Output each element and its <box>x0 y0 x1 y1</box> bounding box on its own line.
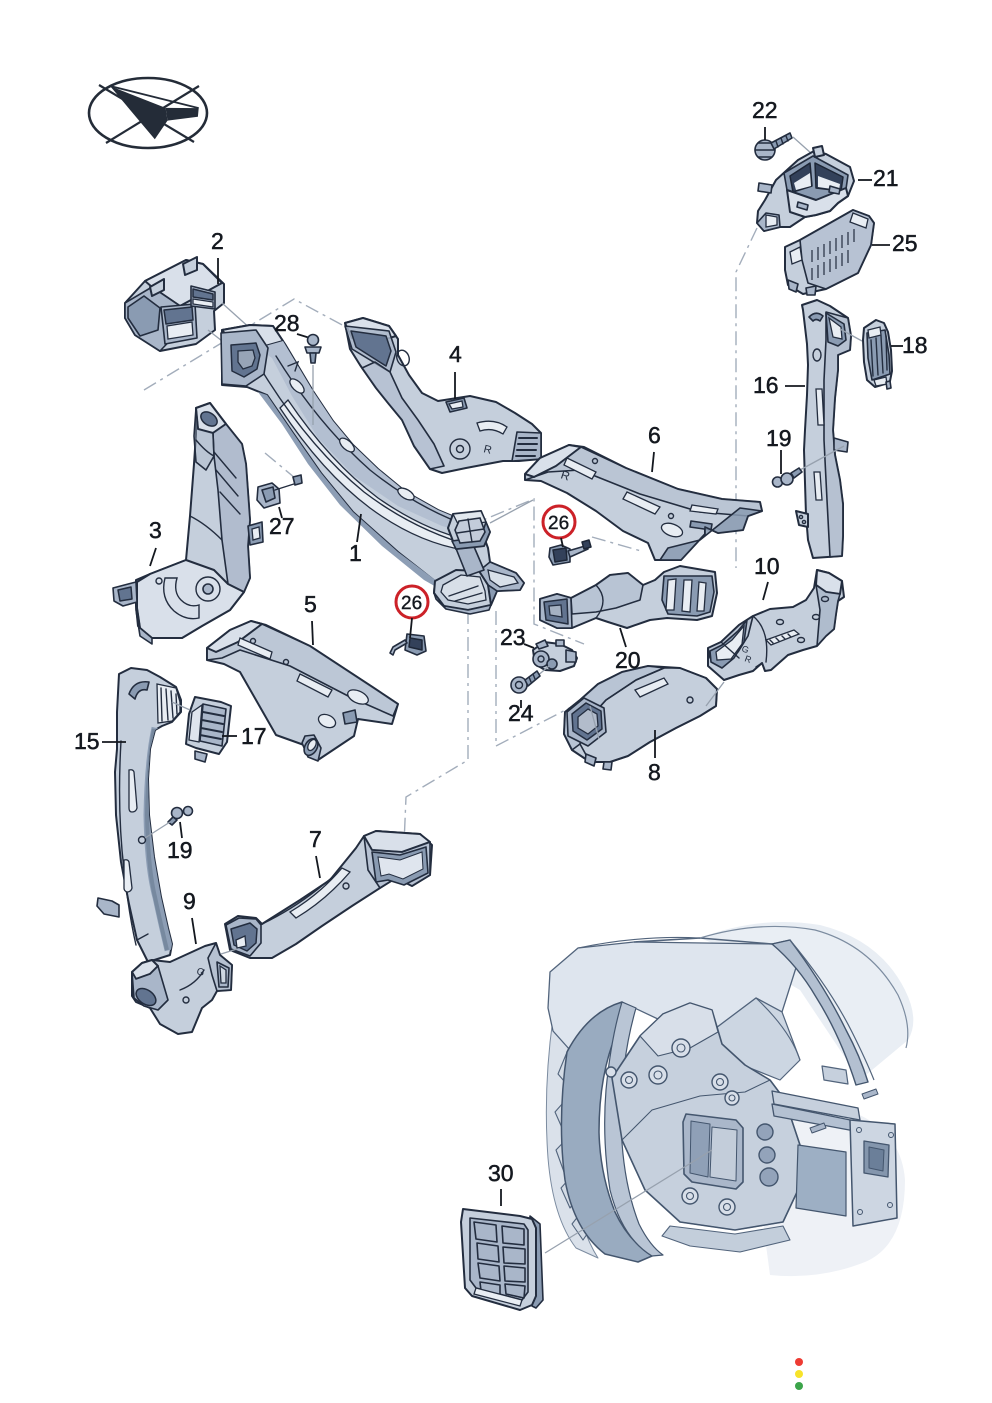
svg-text:5: 5 <box>304 591 317 617</box>
svg-text:22: 22 <box>752 97 778 123</box>
svg-text:6: 6 <box>648 422 661 448</box>
svg-text:1: 1 <box>349 540 362 566</box>
svg-text:23: 23 <box>500 624 526 650</box>
svg-text:17: 17 <box>241 723 267 749</box>
svg-text:3: 3 <box>149 517 162 543</box>
svg-text:25: 25 <box>892 230 918 256</box>
svg-text:19: 19 <box>167 837 193 863</box>
svg-text:15: 15 <box>74 728 100 754</box>
svg-text:G: G <box>195 966 206 979</box>
svg-text:20: 20 <box>615 647 641 673</box>
svg-text:21: 21 <box>873 165 899 191</box>
svg-text:9: 9 <box>183 888 196 914</box>
svg-text:16: 16 <box>753 372 779 398</box>
svg-text:19: 19 <box>766 425 792 451</box>
svg-text:26: 26 <box>548 513 569 534</box>
svg-text:8: 8 <box>648 759 661 785</box>
svg-text:10: 10 <box>754 553 780 579</box>
svg-text:26: 26 <box>401 593 422 614</box>
svg-text:28: 28 <box>274 310 300 336</box>
svg-text:30: 30 <box>488 1160 514 1186</box>
svg-text:R: R <box>482 443 493 457</box>
svg-text:2: 2 <box>211 228 224 254</box>
svg-text:R: R <box>743 653 753 665</box>
svg-text:G: G <box>740 643 750 655</box>
svg-text:7: 7 <box>309 826 322 852</box>
svg-text:18: 18 <box>902 332 928 358</box>
svg-text:4: 4 <box>449 341 462 367</box>
